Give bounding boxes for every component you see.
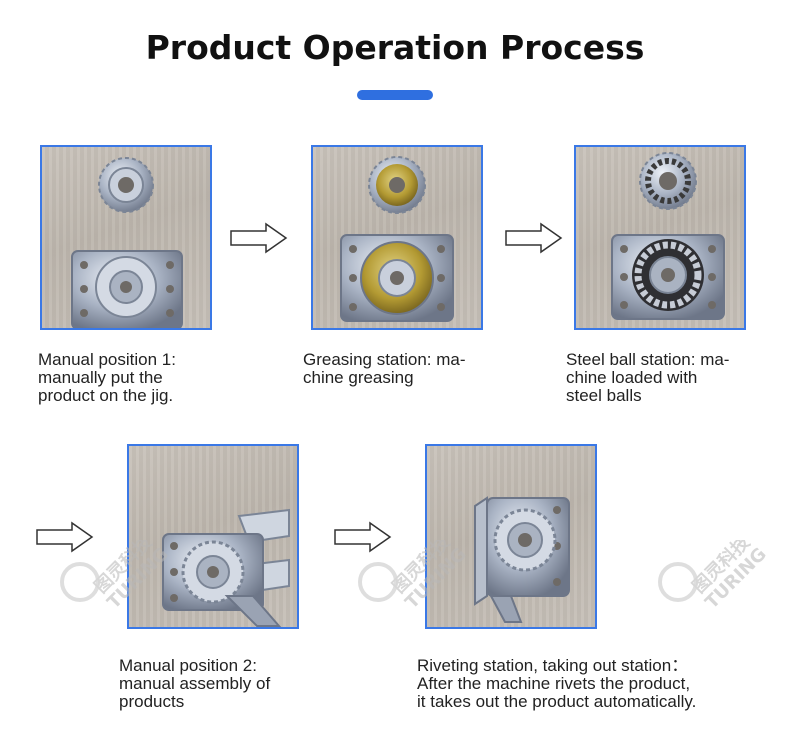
step-5-caption: Riveting station, taking out station： Af… bbox=[417, 656, 697, 711]
turing-watermark-logo: 图灵科技 TURING bbox=[658, 540, 766, 610]
arrow-right-icon bbox=[230, 222, 288, 254]
page-title: Product Operation Process bbox=[145, 28, 645, 67]
step-1-caption: Manual position 1: manually put the prod… bbox=[38, 350, 176, 405]
turing-watermark-logo: 图灵科技 TURING bbox=[358, 540, 466, 610]
step-4-caption: Manual position 2: manual assembly of pr… bbox=[119, 656, 271, 711]
arrow-right-icon bbox=[36, 521, 94, 553]
step-2-caption: Greasing station: ma- chine greasing bbox=[303, 350, 466, 387]
title-underline bbox=[357, 90, 433, 100]
step-3-photo bbox=[574, 145, 746, 330]
step-1-photo bbox=[40, 145, 212, 330]
arrow-right-icon bbox=[334, 521, 392, 553]
step-3-caption: Steel ball station: ma- chine loaded wit… bbox=[566, 350, 730, 405]
step-4-photo bbox=[127, 444, 299, 629]
step-5-photo bbox=[425, 444, 597, 629]
arrow-right-icon bbox=[505, 222, 563, 254]
turing-watermark-logo: 图灵科技 TURING bbox=[60, 540, 168, 610]
step-2-photo bbox=[311, 145, 483, 330]
